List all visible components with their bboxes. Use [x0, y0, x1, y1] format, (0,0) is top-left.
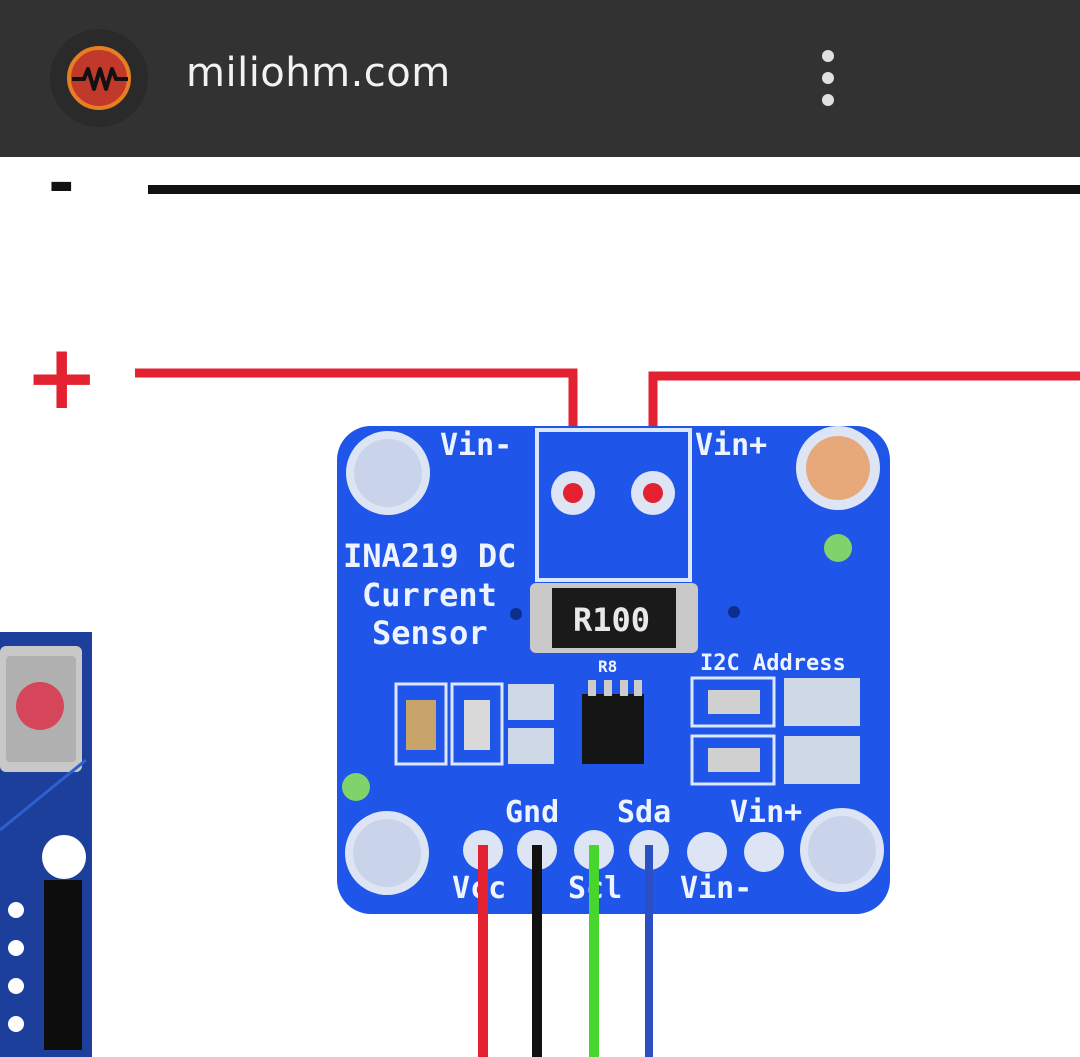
pin-sda-label: Sda	[617, 795, 671, 830]
pin-vin-minus-label: Vin-	[680, 871, 752, 906]
pin-vin-plus-label: Vin+	[730, 795, 802, 830]
resistor-logo-icon[interactable]	[50, 29, 148, 127]
pin-gnd-label: Gnd	[505, 795, 559, 830]
i2c-address-label: I2C Address	[700, 651, 846, 676]
ina219-board: Vin- Vin+ INA219 DC Current Sensor R100 …	[337, 426, 890, 914]
wiring-diagram: - +	[0, 157, 1080, 1057]
board-title-line2: Current	[362, 576, 497, 614]
diagram-image: - +	[0, 157, 1080, 1057]
browser-toolbar: miliohm.com	[0, 0, 1080, 157]
shunt-resistor-label: R100	[573, 601, 650, 639]
site-title[interactable]: miliohm.com	[186, 50, 451, 96]
minus-label: -	[48, 157, 75, 221]
negative-wire	[148, 185, 1080, 194]
board-title-line3: Sensor	[372, 614, 488, 652]
board-title-line1: INA219 DC	[343, 537, 516, 575]
vin-minus-top-label: Vin-	[440, 428, 512, 463]
vin-plus-top-label: Vin+	[695, 428, 767, 463]
ref-designator: R8	[598, 657, 617, 676]
arduino-board-edge	[0, 632, 92, 1057]
plus-label: +	[24, 325, 99, 430]
more-vert-icon[interactable]	[808, 50, 848, 110]
